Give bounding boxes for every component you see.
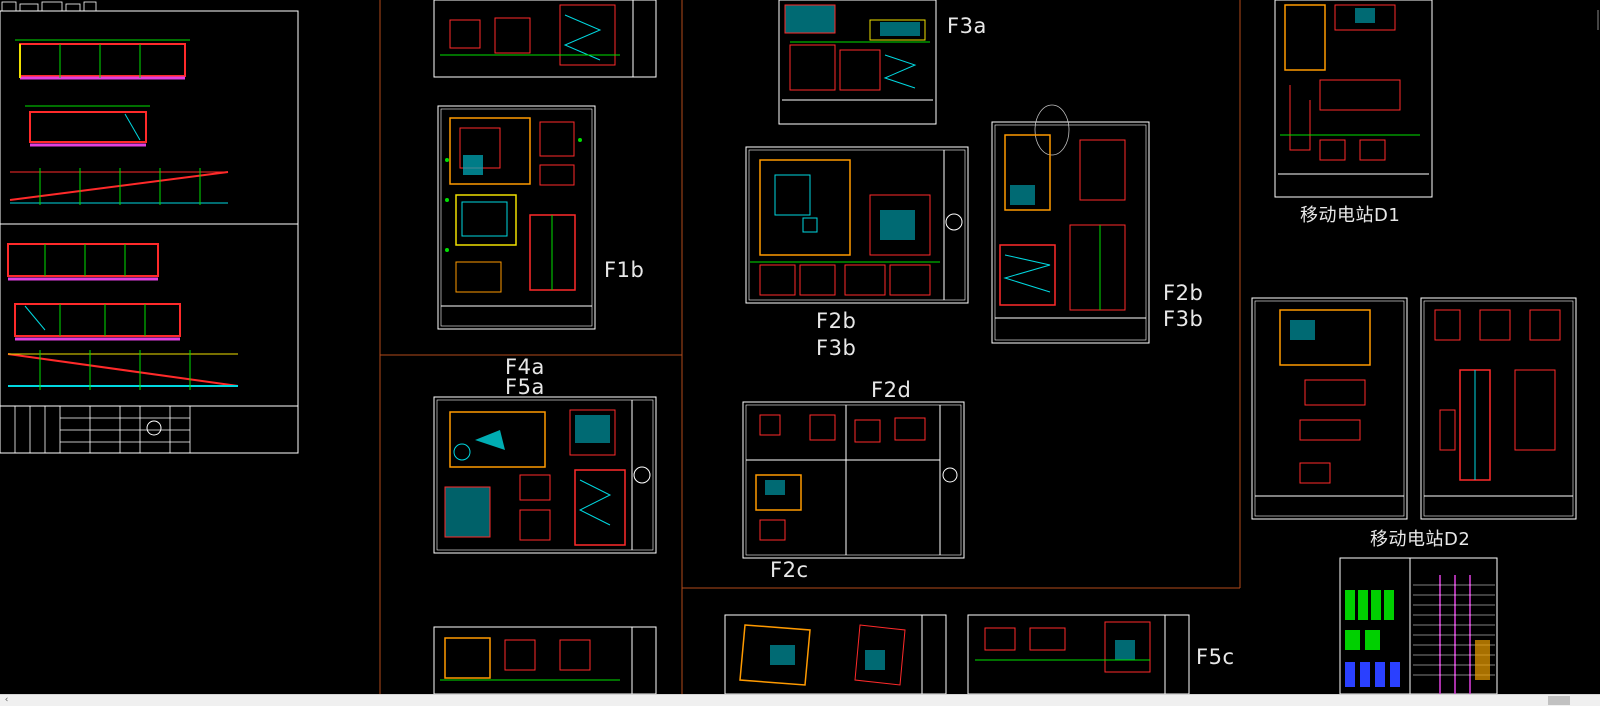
label-d1: 移动电站D1 bbox=[1300, 205, 1401, 226]
sheet-f2b-left[interactable] bbox=[745, 146, 969, 304]
sheet-f2b-right[interactable] bbox=[991, 104, 1150, 344]
label-f2d: F2d bbox=[871, 378, 912, 402]
layout-zone-borders bbox=[379, 0, 1241, 694]
sheet-d1[interactable] bbox=[1274, 0, 1433, 198]
left-arrow-icon[interactable]: ‹ bbox=[4, 695, 9, 705]
label-f4a: F4a bbox=[505, 355, 545, 379]
sheet-elevations-left[interactable] bbox=[0, 10, 299, 454]
sheet-f3a[interactable] bbox=[778, 0, 937, 125]
label-f3b-left: F3b bbox=[816, 336, 857, 360]
sheet-f4a-f5a[interactable] bbox=[433, 396, 657, 554]
label-f3a: F3a bbox=[947, 14, 987, 38]
label-f5c: F5c bbox=[1196, 645, 1235, 669]
label-f2c: F2c bbox=[770, 558, 809, 582]
label-f1b: F1b bbox=[604, 258, 645, 282]
horizontal-scrollbar[interactable]: ‹ bbox=[0, 694, 1600, 706]
sheet-schedule-table[interactable] bbox=[1339, 557, 1498, 695]
sheet-f5c-left[interactable] bbox=[724, 614, 947, 695]
sheet-bottom-left-middle[interactable] bbox=[433, 626, 657, 695]
label-d2: 移动电站D2 bbox=[1370, 529, 1471, 550]
tab-strip-icons bbox=[1, 1, 97, 12]
label-f2b-right: F2b bbox=[1163, 281, 1204, 305]
scroll-thumb[interactable] bbox=[1548, 696, 1570, 705]
sheet-f5c-right[interactable] bbox=[967, 614, 1190, 695]
label-f5a: F5a bbox=[505, 375, 545, 399]
sheet-top-left-middle[interactable] bbox=[433, 0, 657, 78]
sheet-d2-left[interactable] bbox=[1251, 297, 1408, 520]
sheet-f1b[interactable] bbox=[437, 105, 596, 330]
sheet-d2-right[interactable] bbox=[1420, 297, 1577, 520]
sheet-f2c-f2d[interactable] bbox=[742, 401, 965, 559]
label-f2b-left: F2b bbox=[816, 309, 857, 333]
label-f3b-right: F3b bbox=[1163, 307, 1204, 331]
